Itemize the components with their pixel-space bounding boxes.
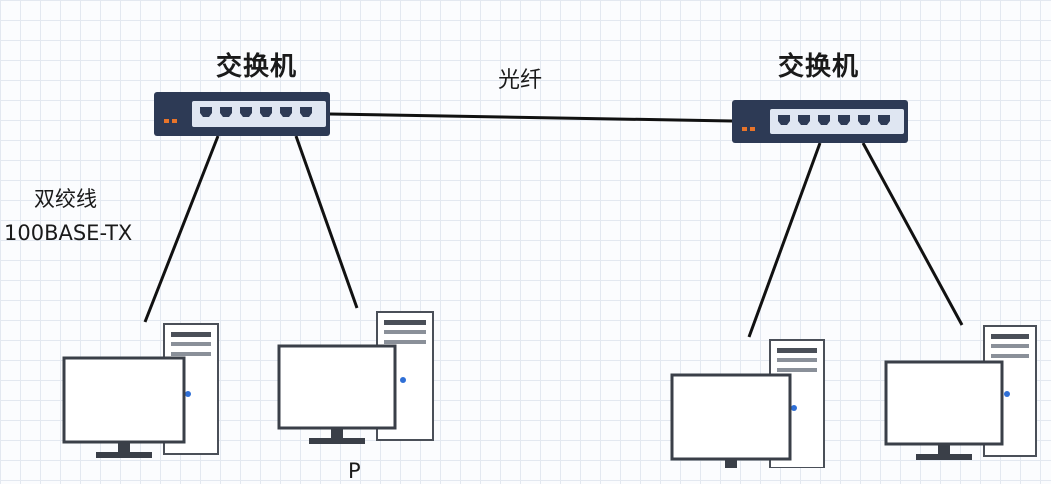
twisted-pair-standard: 100BASE-TX — [4, 221, 133, 245]
switch-led-1 — [164, 119, 169, 123]
computer-4 — [884, 325, 1037, 460]
switch-led-2 — [750, 127, 755, 131]
switch-2-label: 交换机 — [778, 52, 860, 82]
computer-1 — [62, 323, 219, 458]
switch-ports — [200, 107, 312, 117]
network-diagram — [62, 92, 1037, 468]
monitor — [62, 356, 186, 458]
switch-1 — [154, 92, 330, 136]
switch-led-1 — [742, 127, 747, 131]
monitor — [884, 360, 1004, 460]
twisted-pair-label: 双绞线 — [34, 187, 97, 211]
cable-switch2-pc4 — [861, 142, 964, 326]
switch-ports — [778, 115, 890, 125]
cable-switch2-pc3 — [747, 142, 822, 338]
cables — [143, 112, 964, 338]
fiber-label: 光纤 — [498, 68, 543, 93]
cable-switch1-pc1 — [143, 135, 220, 323]
switch-2 — [732, 100, 908, 143]
monitor — [277, 344, 397, 444]
cable-switch1-pc2 — [294, 135, 359, 309]
switch-1-label: 交换机 — [216, 52, 298, 82]
computer-2 — [277, 311, 434, 444]
fiber-cable — [329, 112, 733, 123]
computer-2-label: P — [348, 459, 361, 483]
monitor — [670, 373, 792, 468]
computer-3 — [670, 339, 825, 468]
switch-led-2 — [172, 119, 177, 123]
